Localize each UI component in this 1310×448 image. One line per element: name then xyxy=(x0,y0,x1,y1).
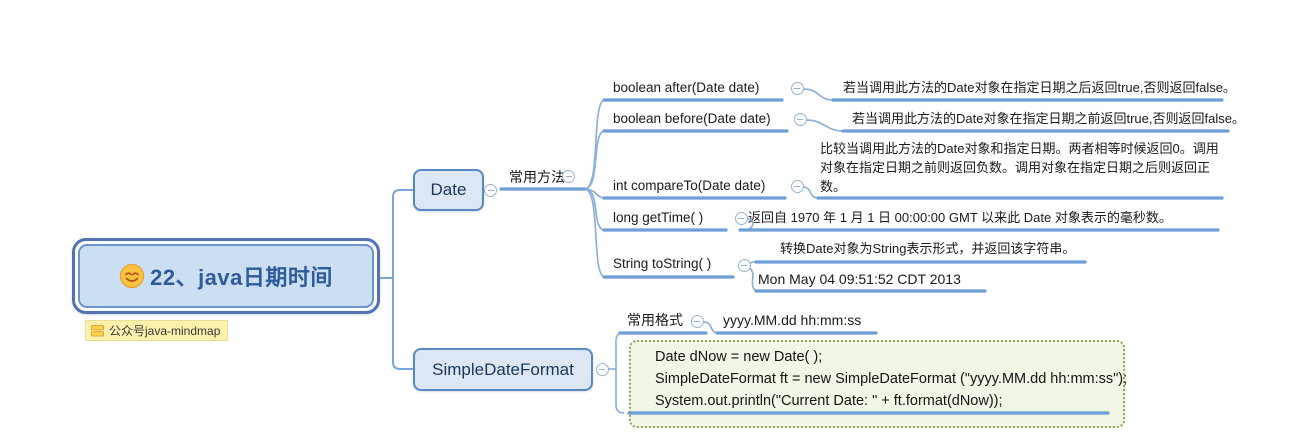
root-topic-body[interactable]: 22、java日期时间 xyxy=(78,244,374,308)
tostring-example[interactable]: Mon May 04 09:51:52 CDT 2013 xyxy=(758,271,961,287)
method-tostring[interactable]: String toString( ) xyxy=(613,256,712,271)
collapse-icon[interactable] xyxy=(790,81,804,95)
desc-tostring[interactable]: 转换Date对象为String表示形式，并返回该字符串。 xyxy=(780,241,1076,256)
method-compareto[interactable]: int compareTo(Date date) xyxy=(613,178,766,193)
root-topic[interactable]: 22、java日期时间 xyxy=(72,238,380,314)
method-before[interactable]: boolean before(Date date) xyxy=(613,111,771,126)
root-tag-label[interactable]: 公众号java-mindmap xyxy=(85,320,229,341)
code-line-1[interactable]: Date dNow = new Date( ); xyxy=(655,349,823,365)
topic-simpledateformat[interactable]: SimpleDateFormat xyxy=(413,348,593,391)
collapse-icon[interactable] xyxy=(690,314,704,328)
code-line-2[interactable]: SimpleDateFormat ft = new SimpleDateForm… xyxy=(655,371,1128,387)
collapse-icon[interactable] xyxy=(595,362,609,376)
root-title: 22、java日期时间 xyxy=(150,265,333,290)
root-elbow-lines xyxy=(380,189,413,370)
root-tag-text: 公众号java-mindmap xyxy=(109,324,221,338)
topic-common-methods[interactable]: 常用方法 xyxy=(509,169,565,185)
notes-icon xyxy=(91,324,104,336)
method-after[interactable]: boolean after(Date date) xyxy=(613,80,760,95)
topic-date-label: Date xyxy=(430,180,467,199)
topic-simpledateformat-label: SimpleDateFormat xyxy=(432,359,574,379)
smiley-icon xyxy=(119,263,145,289)
topic-date[interactable]: Date xyxy=(413,169,484,211)
method-gettime[interactable]: long getTime( ) xyxy=(613,210,704,225)
collapse-icon[interactable] xyxy=(793,112,807,126)
desc-before[interactable]: 若当调用此方法的Date对象在指定日期之前返回true,否则返回false。 xyxy=(852,111,1245,126)
code-line-3[interactable]: System.out.println("Current Date: " + ft… xyxy=(655,393,1003,409)
topic-format-value[interactable]: yyyy.MM.dd hh:mm:ss xyxy=(723,312,862,328)
desc-gettime[interactable]: 返回自 1970 年 1 月 1 日 00:00:00 GMT 以来此 Date… xyxy=(748,210,1172,225)
desc-after[interactable]: 若当调用此方法的Date对象在指定日期之后返回true,否则返回false。 xyxy=(843,80,1236,95)
collapse-icon[interactable] xyxy=(737,258,751,272)
collapse-icon[interactable] xyxy=(790,179,804,193)
collapse-icon[interactable] xyxy=(734,211,748,225)
collapse-icon[interactable] xyxy=(562,169,575,183)
collapse-icon[interactable] xyxy=(484,183,497,197)
topic-common-format[interactable]: 常用格式 xyxy=(627,312,683,328)
desc-compareto[interactable]: 比较当调用此方法的Date对象和指定日期。两者相等时候返回0。调用对象在指定日期… xyxy=(820,141,1219,194)
